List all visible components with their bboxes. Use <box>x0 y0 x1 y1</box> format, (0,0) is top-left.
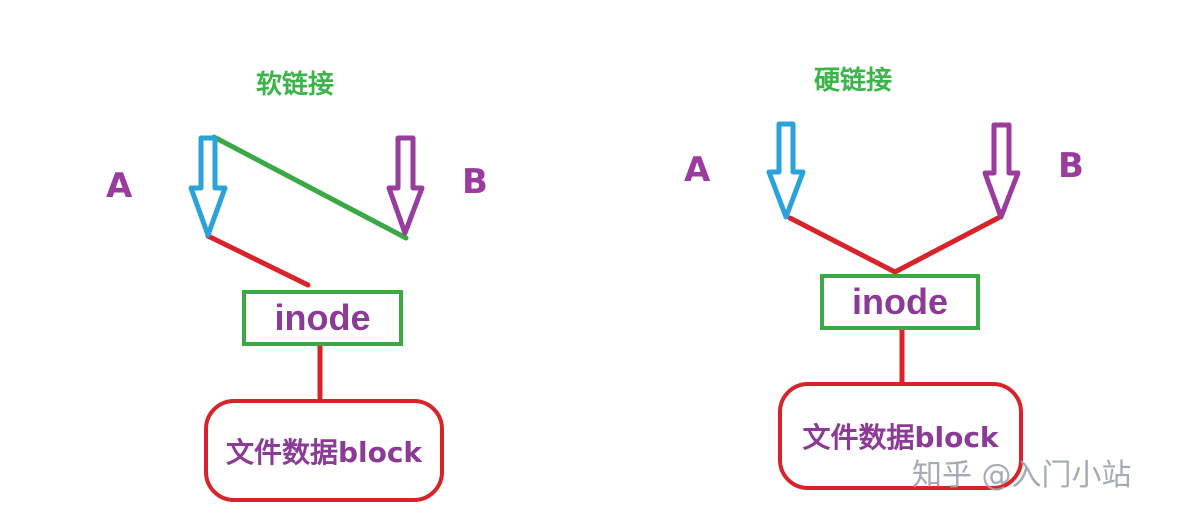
right-label-b: B <box>1058 146 1084 186</box>
left-arrow-a-icon <box>188 135 228 238</box>
soft-link-pointer-line <box>211 134 409 241</box>
right-b-to-inode-line <box>892 214 1003 275</box>
left-inode-box: inode <box>242 290 403 346</box>
right-inode-label: inode <box>852 281 948 322</box>
right-arrow-a-icon <box>766 121 806 220</box>
left-label-a: A <box>106 166 133 206</box>
right-arrow-b-icon <box>982 122 1021 220</box>
watermark-text: 知乎 @入门小站 <box>912 458 1132 493</box>
right-inode-box: inode <box>820 274 980 330</box>
left-label-b: B <box>462 162 488 202</box>
right-a-to-inode-line <box>787 215 898 275</box>
soft-link-title: 软链接 <box>256 70 335 100</box>
left-file-data-block: 文件数据block <box>204 399 444 502</box>
left-a-to-inode-line <box>205 233 311 288</box>
right-block-label: 文件数据block <box>802 421 999 454</box>
right-file-data-block: 文件数据block <box>778 382 1023 490</box>
left-arrow-b-icon <box>386 135 425 236</box>
left-inode-label: inode <box>274 297 371 338</box>
right-label-a: A <box>684 150 711 190</box>
hard-link-title: 硬链接 <box>814 66 893 96</box>
left-block-label: 文件数据block <box>225 435 423 469</box>
